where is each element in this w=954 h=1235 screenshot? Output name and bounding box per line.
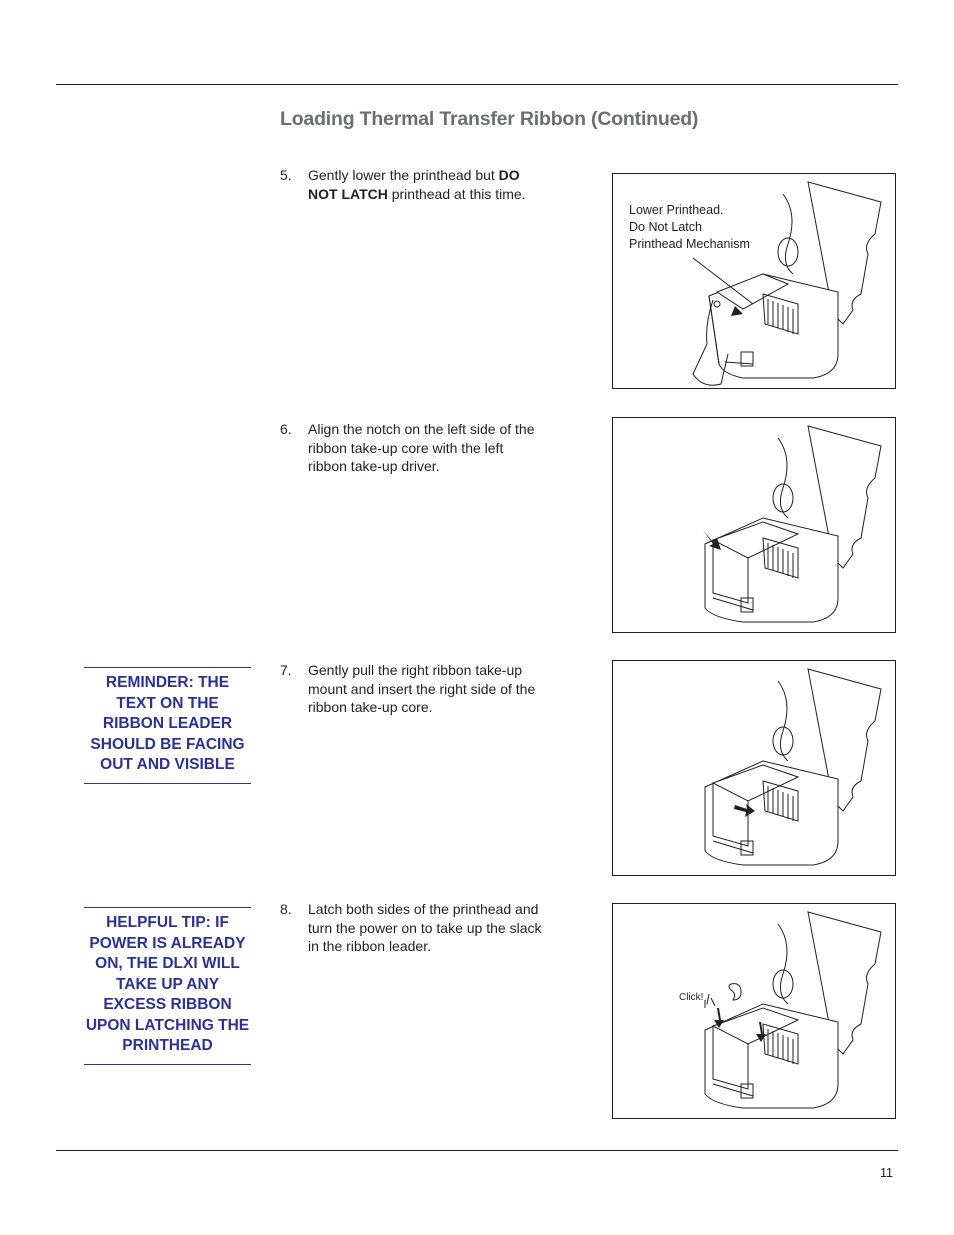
figure-latch-printhead: Click! <box>612 903 896 1119</box>
step-5: 5. Gently lower the printhead but DO NOT… <box>280 166 542 203</box>
step-6: 6. Align the notch on the left side of t… <box>280 420 542 476</box>
printer-illustration <box>703 425 882 623</box>
top-rule <box>56 84 898 85</box>
step-text-part: Gently lower the printhead but <box>308 167 499 183</box>
figure-align-notch <box>612 417 896 633</box>
figure-insert-core <box>612 660 896 876</box>
step-text: Align the notch on the left side of the … <box>308 421 535 475</box>
step-8: 8. Latch both sides of the printhead and… <box>280 900 542 956</box>
figure-lower-printhead: Lower Printhead. Do Not Latch Printhead … <box>612 173 896 389</box>
step-number: 8. <box>280 901 292 917</box>
step-number: 6. <box>280 421 292 437</box>
step-text-part: printhead at this time. <box>387 185 526 202</box>
reminder-note: REMINDER: THE TEXT ON THE RIBBON LEADER … <box>84 667 251 784</box>
printer-illustration <box>704 668 882 866</box>
helpful-tip-note: HELPFUL TIP: IF POWER IS ALREADY ON, THE… <box>84 907 251 1065</box>
step-text-bold: DO NOT LATCH <box>308 167 520 202</box>
callout-line-3: Printhead Mechanism <box>629 237 750 251</box>
page-title: Loading Thermal Transfer Ribbon (Continu… <box>280 108 699 130</box>
step-number: 7. <box>280 662 292 678</box>
bottom-rule <box>56 1150 898 1151</box>
step-text: Gently lower the printhead but DO NOT LA… <box>308 166 542 203</box>
step-7: 7. Gently pull the right ribbon take-up … <box>280 661 542 717</box>
callout-line-2: Do Not Latch <box>629 220 702 234</box>
printer-illustration <box>692 181 882 386</box>
step-text: Gently pull the right ribbon take-up mou… <box>308 662 536 716</box>
step-number: 5. <box>280 167 292 183</box>
step-text: Latch both sides of the printhead and tu… <box>308 901 542 955</box>
printer-illustration <box>704 911 882 1109</box>
callout-line-1: Lower Printhead. <box>629 203 724 217</box>
page-number: 11 <box>880 1166 893 1180</box>
click-label: Click! <box>679 992 704 1003</box>
